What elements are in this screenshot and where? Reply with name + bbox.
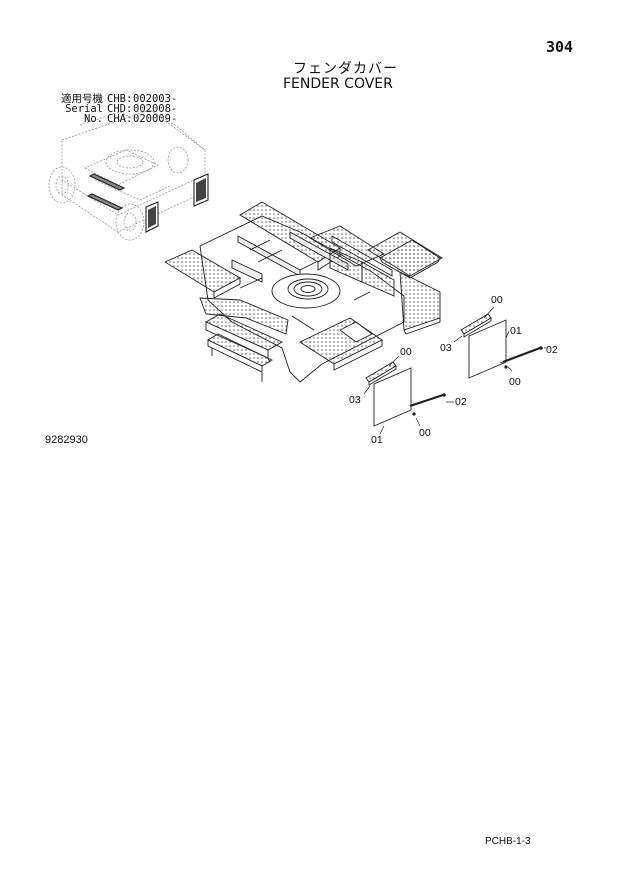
fender-cover-assembly-left	[363, 355, 454, 435]
serial-row-code: CHD:	[107, 103, 133, 115]
fender-cover-assembly-right	[453, 306, 546, 379]
title-japanese: フェンダカバー	[293, 61, 398, 77]
serial-row: Serial No. CHD: 002008-	[46, 103, 178, 125]
callout-label: 01	[510, 325, 522, 337]
reference-machine-illustration	[48, 109, 206, 241]
callout-label: 03	[349, 394, 361, 406]
serial-row-number: 020009-	[133, 113, 178, 125]
serial-row-number: 002008-	[133, 103, 178, 115]
callout-label: 02	[546, 344, 558, 356]
serial-row-code: CHB:	[107, 93, 133, 105]
footer-code: PCHB-1-3	[485, 836, 531, 847]
callout-label: 00	[419, 427, 431, 439]
callout-label: 02	[455, 396, 467, 408]
serial-row: 適用号機 CHB: 002003-	[46, 93, 178, 105]
serial-applicability-block: 適用号機 CHB: 002003- Serial No. CHD: 002008…	[46, 93, 178, 125]
reference-fender-highlight	[86, 173, 209, 233]
serial-row-label: 適用号機	[61, 93, 103, 105]
page-number: 304	[546, 38, 574, 56]
callout-label: 01	[371, 434, 383, 446]
drawing-number: 9282930	[45, 434, 88, 446]
serial-row-label: Serial No.	[65, 103, 103, 125]
page-title: FENDER COVER	[283, 76, 393, 92]
callout-label: 03	[440, 342, 452, 354]
serial-row: CHA: 020009-	[46, 113, 178, 125]
callout-label: 00	[509, 376, 521, 388]
serial-row-number: 002003-	[133, 93, 178, 105]
serial-row-code: CHA:	[107, 113, 133, 125]
frame-main-illustration	[164, 201, 443, 383]
callout-label: 00	[491, 294, 503, 306]
callout-label: 00	[400, 346, 412, 358]
